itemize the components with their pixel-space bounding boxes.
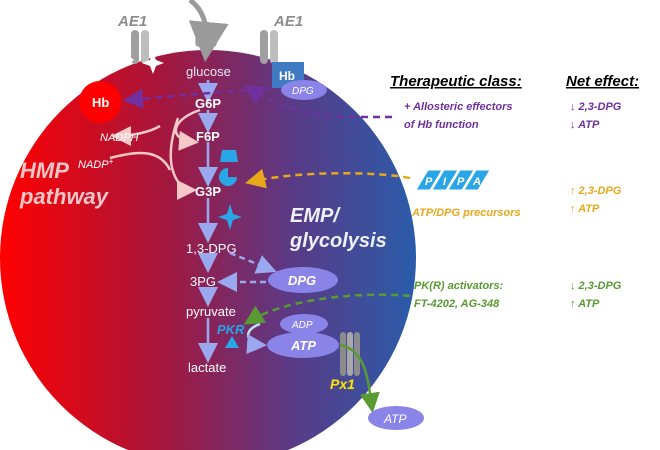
adp-label: ADP xyxy=(291,320,313,331)
g6p-label: G6P xyxy=(195,96,221,111)
aldolase-icon xyxy=(220,150,238,162)
atp-inside-label: ATP xyxy=(290,338,316,353)
dpg-top-label: DPG xyxy=(292,86,314,97)
atp-oval-inside xyxy=(267,332,339,358)
therapeutic-class-header: Therapeutic class: xyxy=(390,73,522,90)
pk-class-line2: FT-4202, AG-348 xyxy=(414,298,500,310)
hb-oxygenated xyxy=(79,81,121,123)
pyruvate-label: pyruvate xyxy=(186,304,236,319)
atp-release-arrow xyxy=(339,343,380,413)
dpg-oval-mid xyxy=(268,267,338,293)
dpg-oval-top xyxy=(281,80,327,100)
adp-oval xyxy=(280,314,328,334)
ae1-transporter-left-icon xyxy=(118,30,164,74)
dpg-dashed-arrows xyxy=(217,251,277,292)
atp-oval-outside xyxy=(368,406,424,430)
pk-class-line1: PK(R) activators: xyxy=(414,280,504,292)
ae1-label-right: AE1 xyxy=(273,13,303,30)
precursor-effect-dpg: ↑ 2,3-DPG xyxy=(570,185,622,197)
pipa-letter-1: P xyxy=(425,176,433,188)
glucose-transporter-icon xyxy=(188,0,229,62)
dpg-mid-label: DPG xyxy=(288,273,316,288)
precursor-effect-atp: ↑ ATP xyxy=(570,203,600,215)
g3p-label: G3P xyxy=(195,184,221,199)
allosteric-dashed-arrow xyxy=(243,85,392,119)
pkr-triangle-icon xyxy=(225,336,239,348)
pipa-letter-3: P xyxy=(457,176,465,188)
allosteric-class-line1: + Allosteric effectors xyxy=(404,101,513,113)
atp-outside-label: ATP xyxy=(383,412,406,426)
px1-label: Px1 xyxy=(330,376,355,392)
allosteric-effect-dpg: ↓ 2,3-DPG xyxy=(570,101,622,113)
nadph-label: NADPH xyxy=(100,132,139,144)
bpg-label: 1,3-DPG xyxy=(186,241,237,256)
pipa-parallelograms xyxy=(415,169,491,191)
pg3-label: 3PG xyxy=(190,274,216,289)
pk-activator-dashed-arrow xyxy=(243,293,411,325)
allosteric-effect-atp: ↓ ATP xyxy=(570,119,600,131)
f6p-label: F6P xyxy=(196,129,220,144)
adp-atp-curve xyxy=(246,322,267,355)
lactate-label: lactate xyxy=(188,360,226,375)
ae1-transporter-right-icon xyxy=(260,30,278,64)
hb-box-label: Hb xyxy=(279,69,295,83)
hmp-shunt-arrows xyxy=(109,108,201,200)
enzyme-pacman-icon xyxy=(219,168,237,186)
hb-label: Hb xyxy=(92,95,109,110)
pipa-letter-2: I xyxy=(443,176,447,188)
pk-effect-dpg: ↓ 2,3-DPG xyxy=(570,280,622,292)
pkr-label: PKR xyxy=(217,322,245,337)
pipa-letter-4: A xyxy=(472,176,481,188)
nadp-label: NADP+ xyxy=(78,157,114,171)
sparkle-icon xyxy=(218,204,242,230)
allosteric-class-line2: of Hb function xyxy=(404,119,479,131)
ae1-label-left: AE1 xyxy=(117,13,147,30)
precursor-class-label: ATP/DPG precursors xyxy=(411,207,521,219)
net-effect-header: Net effect: xyxy=(566,73,639,90)
pk-effect-atp: ↑ ATP xyxy=(570,298,600,310)
precursor-dashed-arrow xyxy=(245,168,411,189)
glucose-label: glucose xyxy=(186,64,231,79)
emp-glycolysis-label: EMP/glycolysis xyxy=(289,205,387,252)
